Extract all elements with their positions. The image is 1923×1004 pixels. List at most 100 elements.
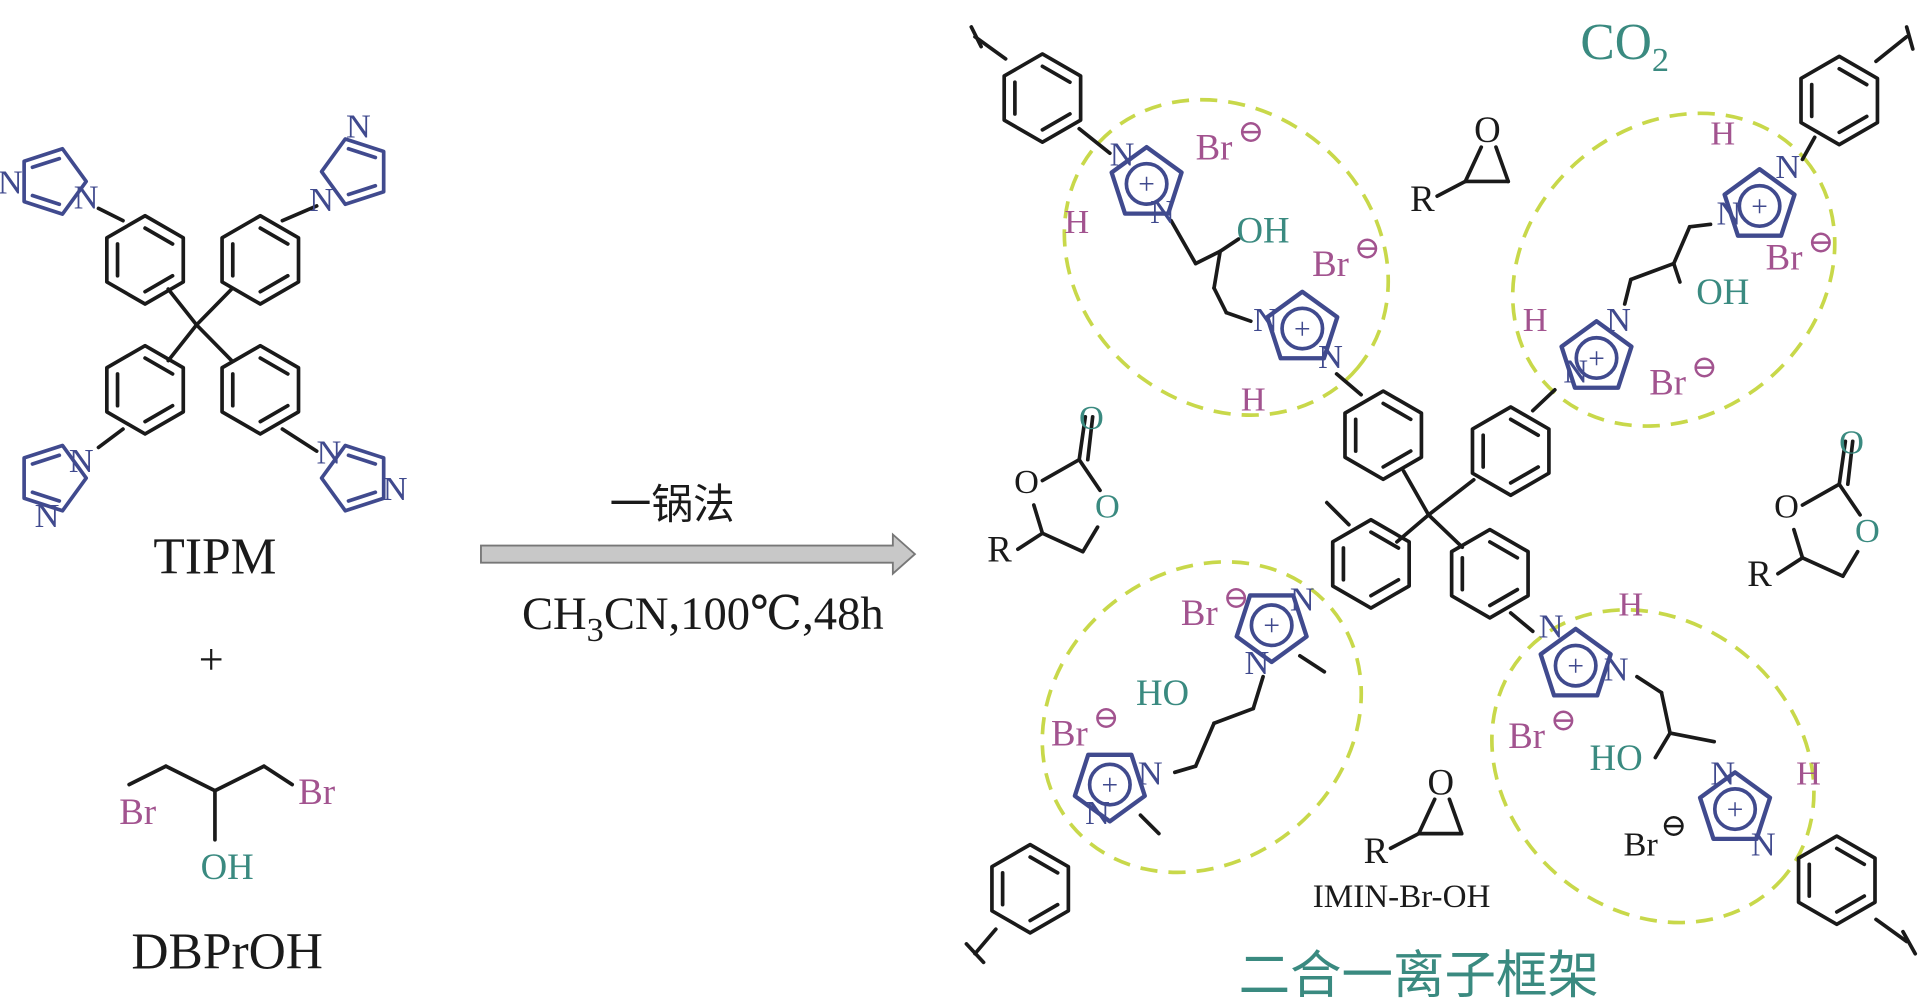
bond bbox=[143, 356, 175, 376]
bond bbox=[1488, 540, 1520, 560]
benzene-ring bbox=[1330, 517, 1412, 610]
bond bbox=[1530, 387, 1557, 413]
atom-n: N bbox=[1245, 644, 1270, 682]
plus-sign: + bbox=[199, 635, 224, 684]
product-name: IMIN-Br-OH bbox=[1313, 879, 1491, 915]
negative-charge: ⊖ bbox=[1807, 225, 1834, 260]
imidazolium-ring bbox=[1109, 144, 1184, 216]
bond bbox=[258, 273, 290, 294]
atom-n: N bbox=[1563, 352, 1588, 390]
bond bbox=[1488, 587, 1520, 608]
bond bbox=[1085, 414, 1095, 462]
bromide-label: Br bbox=[1312, 243, 1349, 284]
atom-n: N bbox=[1751, 826, 1776, 864]
bond bbox=[1447, 797, 1464, 836]
active-site-ellipse bbox=[1510, 111, 1837, 428]
bond bbox=[1193, 249, 1223, 266]
bond bbox=[1435, 179, 1468, 198]
imidazolium-ring bbox=[1559, 319, 1634, 390]
imidazolium-ring bbox=[1072, 752, 1147, 824]
bromide-label: Br bbox=[1181, 592, 1218, 633]
triazole-ring bbox=[22, 146, 89, 216]
atom-n: N bbox=[1604, 650, 1629, 688]
bond bbox=[1800, 555, 1845, 579]
bond bbox=[346, 146, 378, 160]
bond bbox=[1426, 513, 1465, 550]
benzene-ring bbox=[990, 842, 1071, 935]
bond bbox=[1792, 527, 1805, 560]
conditions-pre: CH bbox=[522, 588, 587, 640]
bond bbox=[280, 204, 319, 223]
atom-n: N bbox=[0, 164, 23, 202]
atom-n: N bbox=[1606, 301, 1631, 339]
negative-charge: ⊖ bbox=[1237, 114, 1264, 149]
bond bbox=[1212, 286, 1229, 315]
bond bbox=[1040, 531, 1085, 554]
benzene-ring bbox=[1343, 389, 1424, 482]
benzene-ring bbox=[220, 213, 301, 306]
positive-charge-circle bbox=[1087, 762, 1132, 807]
atom-br: Br bbox=[119, 791, 156, 832]
bond bbox=[1659, 690, 1672, 735]
atom-h: H bbox=[1796, 755, 1821, 793]
bond bbox=[194, 287, 234, 327]
r-group: R bbox=[1364, 830, 1389, 871]
bond bbox=[194, 323, 234, 363]
atom-n: N bbox=[346, 107, 371, 145]
benzene-ring bbox=[1470, 405, 1551, 498]
framework-caption: 二合一离子框架 bbox=[1239, 946, 1599, 1004]
negative-charge: ⊖ bbox=[1223, 580, 1250, 615]
bond bbox=[1687, 222, 1713, 229]
atom-n: N bbox=[1717, 194, 1742, 232]
atom-h: H bbox=[1523, 301, 1548, 339]
arrow-shape bbox=[480, 532, 917, 576]
bond bbox=[1381, 449, 1413, 469]
atom-h: H bbox=[1241, 381, 1266, 419]
bond bbox=[1369, 530, 1401, 550]
conditions-post: CN,100℃,48h bbox=[604, 588, 884, 640]
bond bbox=[1837, 66, 1869, 87]
carbonyl-oxygen: O bbox=[1079, 399, 1104, 437]
ring-oxygen: O bbox=[1014, 463, 1039, 501]
bond bbox=[1508, 611, 1535, 634]
bond bbox=[1218, 237, 1241, 254]
plus-charge: + bbox=[1727, 794, 1744, 826]
bromide-label: Br bbox=[1766, 237, 1803, 278]
bond bbox=[1494, 145, 1511, 184]
bond bbox=[96, 206, 125, 223]
bond bbox=[1800, 482, 1842, 507]
imidazolium-ring bbox=[1234, 593, 1309, 665]
bond bbox=[1508, 417, 1541, 438]
bond bbox=[346, 183, 378, 197]
bond bbox=[1463, 145, 1484, 184]
bond bbox=[1904, 25, 1915, 51]
bond bbox=[1381, 401, 1413, 422]
bond bbox=[1040, 457, 1082, 483]
bond bbox=[1776, 555, 1805, 576]
bond bbox=[1224, 310, 1253, 324]
atom-n: N bbox=[1085, 794, 1110, 832]
benzene-ring bbox=[220, 343, 301, 436]
positive-charge-circle bbox=[1737, 183, 1782, 229]
negative-charge: ⊖ bbox=[1550, 703, 1577, 738]
dbproh-label: DBPrOH bbox=[131, 923, 323, 980]
bond bbox=[143, 226, 175, 246]
bond bbox=[1622, 277, 1633, 306]
reaction-arrow bbox=[480, 532, 917, 576]
co2-label: CO2 bbox=[1580, 14, 1669, 79]
bond bbox=[1077, 414, 1088, 462]
bond bbox=[166, 323, 199, 363]
bond bbox=[1508, 465, 1541, 485]
bond bbox=[143, 273, 175, 294]
bond bbox=[1845, 439, 1855, 487]
atom-n: N bbox=[35, 497, 60, 535]
ring-oxygen: O bbox=[1855, 512, 1880, 550]
plus-charge: + bbox=[1263, 610, 1280, 642]
bond bbox=[1172, 764, 1198, 775]
atom-ho: HO bbox=[1136, 672, 1189, 713]
bond bbox=[1212, 249, 1223, 290]
atom-oh: OH bbox=[1696, 271, 1749, 312]
bond bbox=[213, 764, 266, 793]
